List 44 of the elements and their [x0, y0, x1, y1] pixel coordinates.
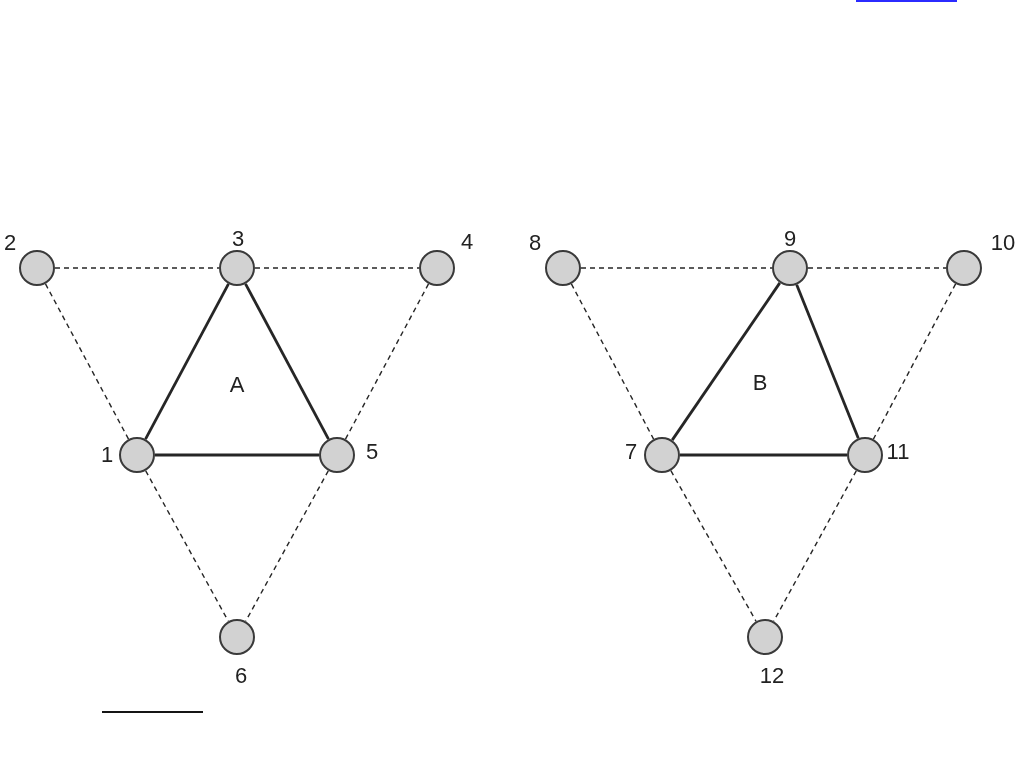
node-number: 10 — [990, 232, 1016, 254]
node-circle — [319, 437, 355, 473]
node-number: 9 — [783, 228, 797, 250]
node-number: 2 — [3, 232, 17, 254]
node-circle — [119, 437, 155, 473]
node-circle — [772, 250, 808, 286]
dashed-line — [570, 283, 655, 440]
solid-line — [671, 282, 781, 441]
node-number: 3 — [231, 228, 245, 250]
node-number: 5 — [365, 441, 379, 463]
node-circle — [545, 250, 581, 286]
dashed-line — [872, 283, 957, 440]
node-circle — [847, 437, 883, 473]
node-circle — [219, 250, 255, 286]
node-circle — [946, 250, 982, 286]
solid-line — [795, 284, 860, 439]
node-number: 1 — [100, 444, 114, 466]
dashed-line — [44, 283, 130, 440]
solid-line — [144, 283, 230, 440]
node-circle — [219, 619, 255, 655]
dashed-line — [145, 470, 229, 622]
solid-line — [155, 453, 319, 457]
solid-line — [244, 283, 330, 440]
dashed-line — [580, 267, 773, 269]
node-circle — [19, 250, 55, 286]
node-circle — [419, 250, 455, 286]
dashed-line — [773, 470, 857, 622]
dashed-line — [670, 470, 757, 622]
node-number: 4 — [460, 231, 474, 253]
node-number: 8 — [528, 232, 542, 254]
graph-label: B — [752, 372, 768, 394]
node-circle — [747, 619, 783, 655]
graph-label: A — [229, 374, 245, 396]
node-number: 7 — [624, 441, 638, 463]
node-number: 6 — [234, 665, 248, 687]
dashed-line — [54, 267, 220, 269]
dashed-line — [344, 283, 430, 440]
solid-line — [680, 453, 847, 457]
node-number: 11 — [886, 441, 910, 463]
dashed-line — [254, 267, 420, 269]
dashed-line — [245, 470, 329, 622]
node-number: 12 — [759, 665, 785, 687]
node-circle — [644, 437, 680, 473]
dashed-line — [807, 267, 947, 269]
